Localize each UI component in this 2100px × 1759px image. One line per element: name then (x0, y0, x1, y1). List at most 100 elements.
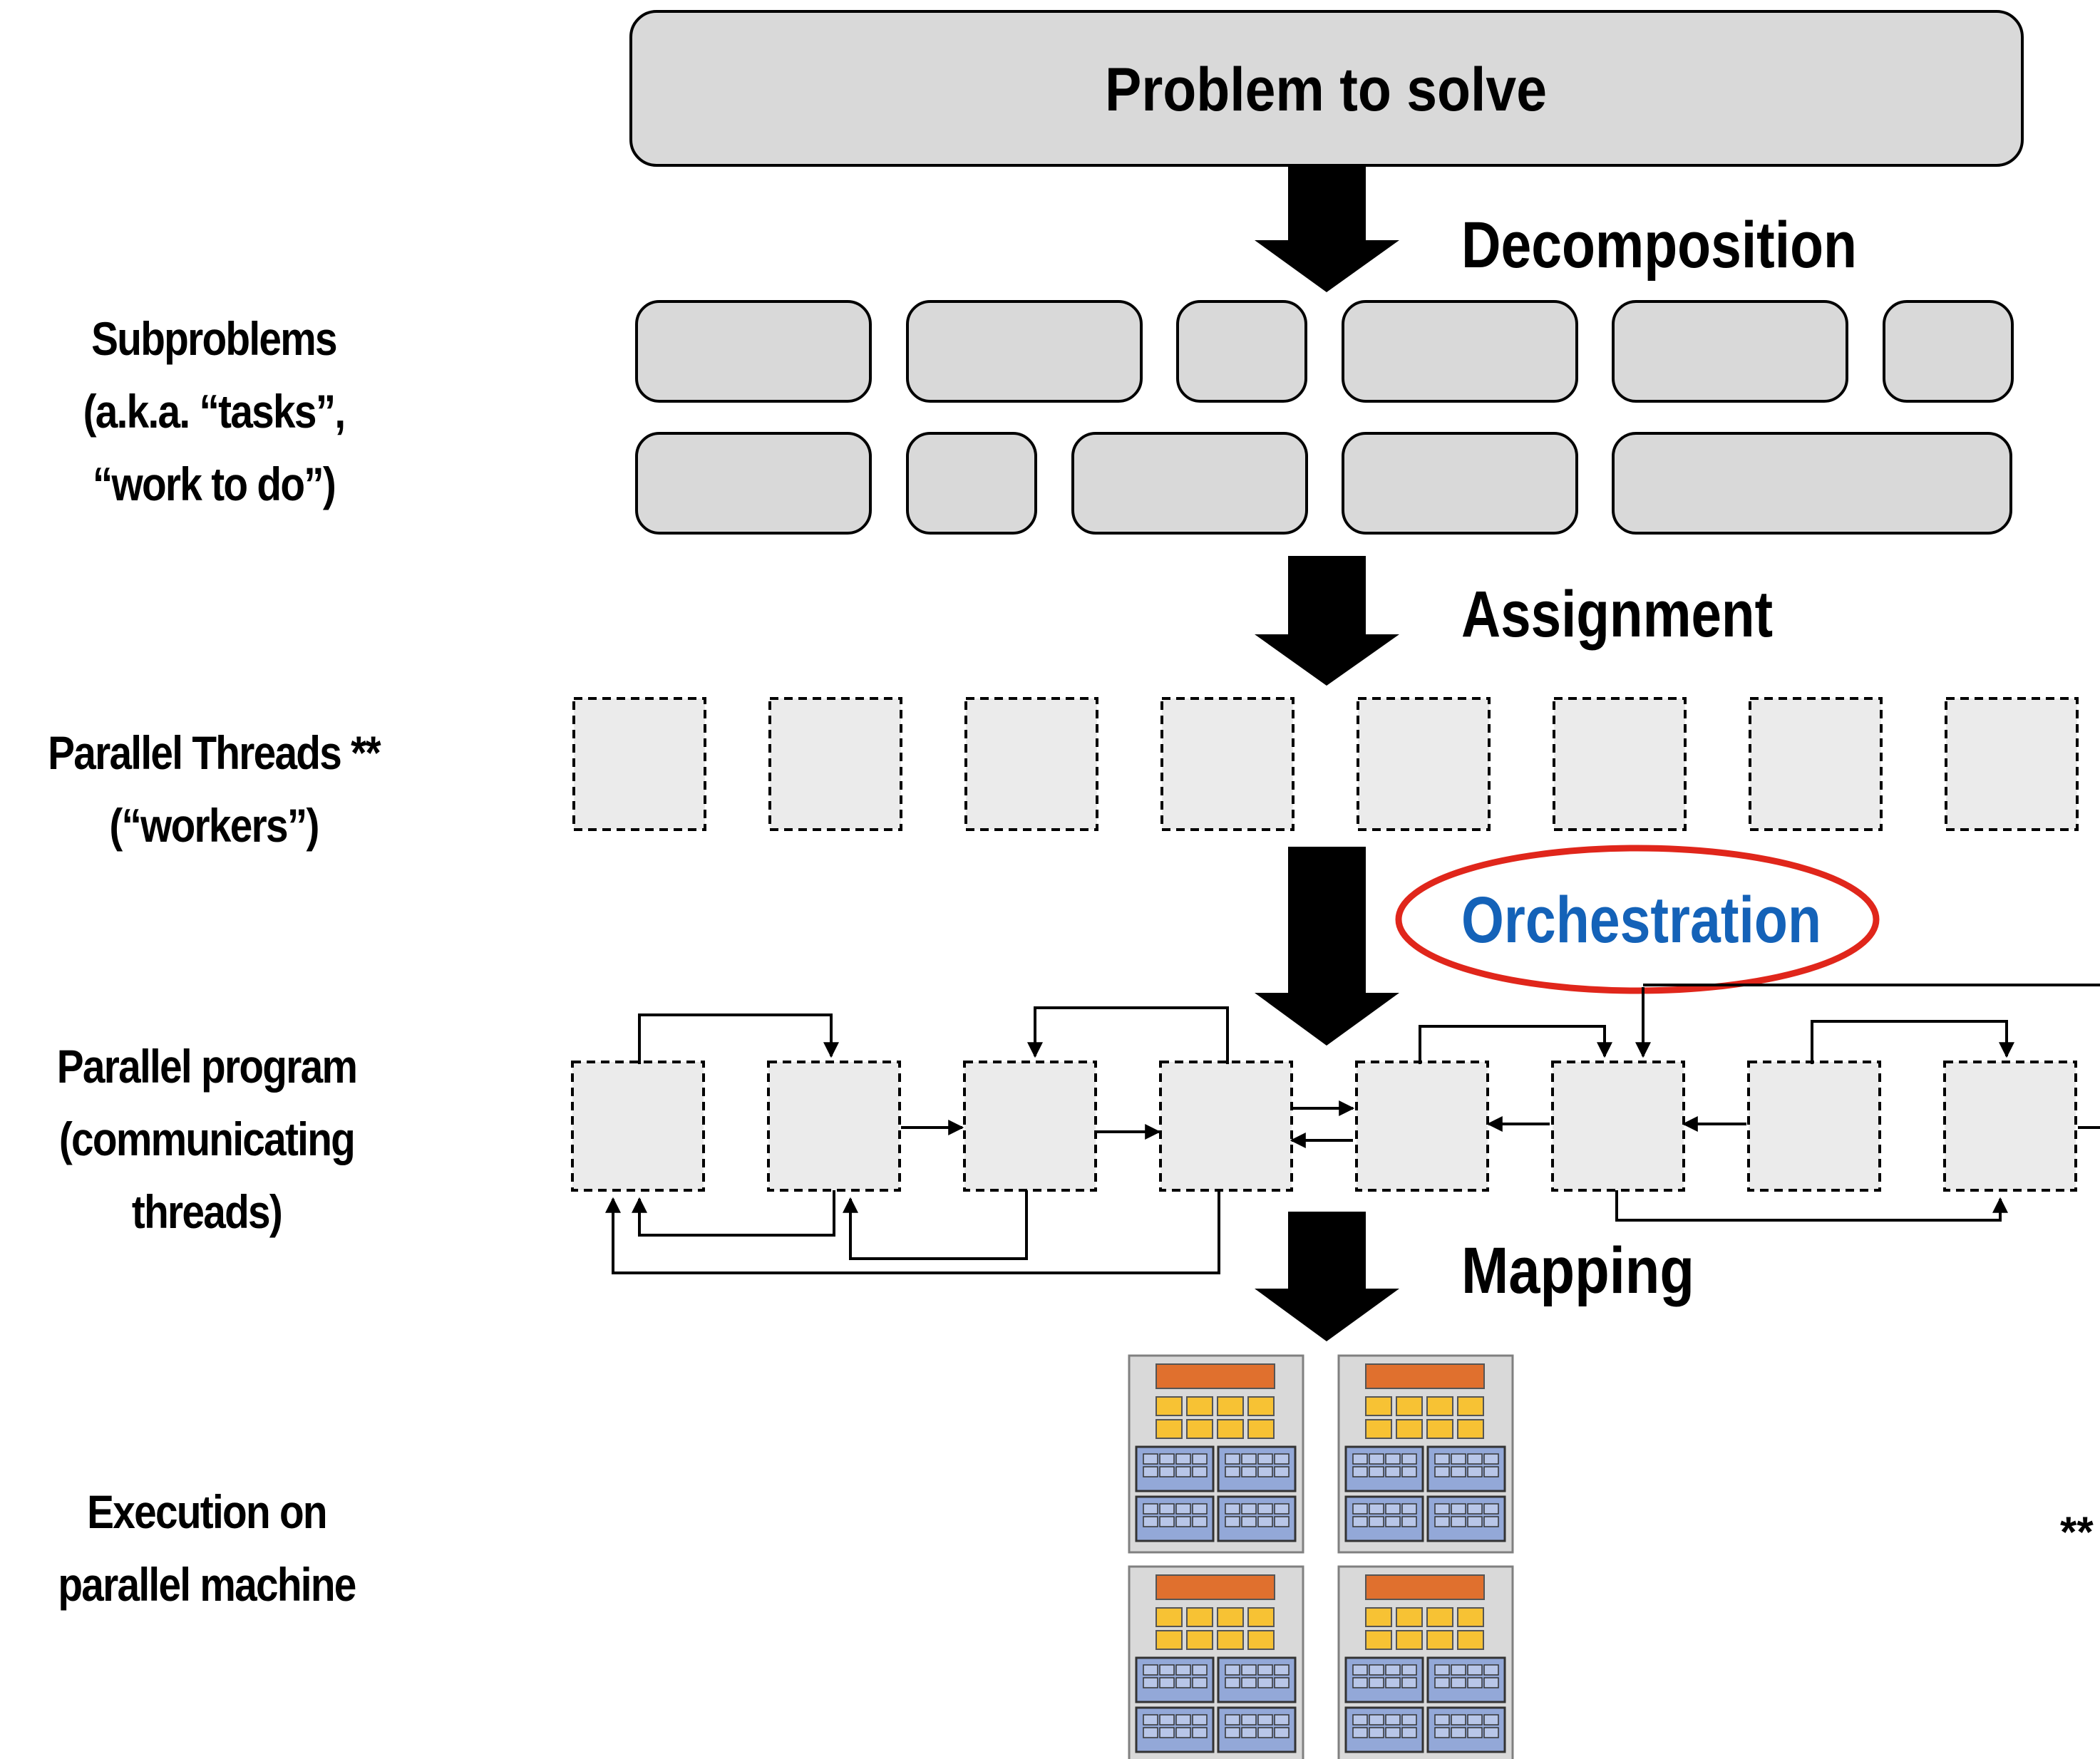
chip-core-lane (1192, 1516, 1208, 1527)
chip-core-lane (1274, 1516, 1290, 1527)
chip-core-lane (1241, 1466, 1257, 1477)
chip-core-lane (1257, 1466, 1273, 1477)
chip-core-lane (1257, 1453, 1273, 1465)
chip-cache-cell (1396, 1607, 1423, 1627)
chip-core-lane (1225, 1664, 1240, 1676)
chip-core-lane (1175, 1677, 1191, 1688)
thread-box (1357, 697, 1491, 831)
chip-core-lane (1434, 1516, 1450, 1527)
chip-core-lane (1241, 1727, 1257, 1738)
chip-core-lane (1451, 1677, 1466, 1688)
chip-cache-cell (1396, 1396, 1423, 1416)
problem-box-label: Problem to solve (1105, 56, 1547, 124)
chip-core-lane (1434, 1677, 1450, 1688)
chip-core-lane (1451, 1727, 1466, 1738)
comm-arrow (632, 1190, 835, 1237)
label-execution: Execution on parallel machine (29, 1475, 385, 1621)
chip-cache-cell (1396, 1630, 1423, 1650)
chip-cache-cell (1217, 1607, 1244, 1627)
program-thread-box (1747, 1061, 1881, 1192)
chip-core-lane (1241, 1664, 1257, 1676)
chip-core-lane (1225, 1714, 1240, 1726)
chip-core-lane (1401, 1664, 1417, 1676)
chip-cache-cell (1155, 1630, 1183, 1650)
chip-cache-cell (1155, 1419, 1183, 1439)
chip-core-lane (1143, 1466, 1158, 1477)
processor-chip (1337, 1565, 1514, 1759)
chip-cache-cell (1426, 1630, 1453, 1650)
chip-core-lane (1483, 1727, 1499, 1738)
chip-core-lane (1192, 1453, 1208, 1465)
chip-core-lane (1143, 1714, 1158, 1726)
chip-core-lane (1401, 1466, 1417, 1477)
chip-core-lane (1434, 1503, 1450, 1515)
chip-core-lane (1369, 1677, 1384, 1688)
chip-control-unit (1155, 1363, 1275, 1389)
chip-core-lane (1385, 1727, 1401, 1738)
step-orchestration: Orchestration (1461, 884, 1821, 956)
processor-chip (1128, 1354, 1304, 1554)
chip-core-lane (1143, 1453, 1158, 1465)
arrow-assignment (1255, 556, 1399, 686)
chip-core-lane (1467, 1516, 1483, 1527)
chip-cache-cell (1426, 1607, 1453, 1627)
chip-core-lane (1257, 1503, 1273, 1515)
chip-core-lane (1467, 1503, 1483, 1515)
chip-core-lane (1369, 1453, 1384, 1465)
chip-core-lane (1369, 1516, 1384, 1527)
chip-core-lane (1467, 1727, 1483, 1738)
step-decomposition: Decomposition (1461, 209, 1857, 282)
thread-box (1749, 697, 1883, 831)
step-assignment: Assignment (1461, 578, 1773, 651)
chip-core-lane (1467, 1664, 1483, 1676)
program-row (571, 1061, 2077, 1192)
chip-core-lane (1483, 1503, 1499, 1515)
chip-core-lane (1369, 1466, 1384, 1477)
chip-cache-cell (1155, 1396, 1183, 1416)
chip-core-lane (1451, 1503, 1466, 1515)
task-box (635, 300, 872, 403)
chip-core-lane (1483, 1714, 1499, 1726)
chip-core-lane (1483, 1516, 1499, 1527)
threads-row (572, 697, 2079, 831)
chip-cache-cell (1247, 1607, 1275, 1627)
chip-cache-cell (1247, 1396, 1275, 1416)
chip-control-unit (1365, 1574, 1485, 1600)
chip-core-lane (1274, 1664, 1290, 1676)
chip-core-lane (1434, 1466, 1450, 1477)
chip-core-lane (1352, 1466, 1368, 1477)
chip-cache-cell (1186, 1396, 1213, 1416)
chip-core-lane (1241, 1503, 1257, 1515)
chip-core-lane (1274, 1466, 1290, 1477)
chip-core-lane (1401, 1503, 1417, 1515)
comm-arrow (843, 1190, 1028, 1260)
label-line: threads) (131, 1185, 283, 1238)
chip-core-lane (1143, 1503, 1158, 1515)
chip-core-lane (1401, 1516, 1417, 1527)
chip-core-lane (1352, 1516, 1368, 1527)
thread-box (1553, 697, 1687, 831)
task-box (906, 432, 1037, 535)
chip-core-lane (1143, 1727, 1158, 1738)
footnote-marker: ** (2060, 1508, 2094, 1556)
chip-core-lane (1192, 1503, 1208, 1515)
label-line: parallel machine (58, 1558, 356, 1611)
chip-core-lane (1159, 1503, 1175, 1515)
chip-core-lane (1159, 1714, 1175, 1726)
task-box (1612, 432, 2012, 535)
chip-core-lane (1434, 1727, 1450, 1738)
chip-core-lane (1241, 1677, 1257, 1688)
chip-control-unit (1365, 1363, 1485, 1389)
chip-core-lane (1175, 1714, 1191, 1726)
chip-core-lane (1274, 1727, 1290, 1738)
chip-core-lane (1175, 1503, 1191, 1515)
program-thread-box (1355, 1061, 1489, 1192)
chip-core-lane (1143, 1664, 1158, 1676)
chip-core-lane (1159, 1516, 1175, 1527)
chip-core-lane (1159, 1664, 1175, 1676)
chip-core-lane (1257, 1714, 1273, 1726)
chip-core-lane (1483, 1664, 1499, 1676)
parallel-machine (1128, 1354, 1514, 1759)
chip-core-lane (1192, 1714, 1208, 1726)
chip-core-lane (1225, 1727, 1240, 1738)
